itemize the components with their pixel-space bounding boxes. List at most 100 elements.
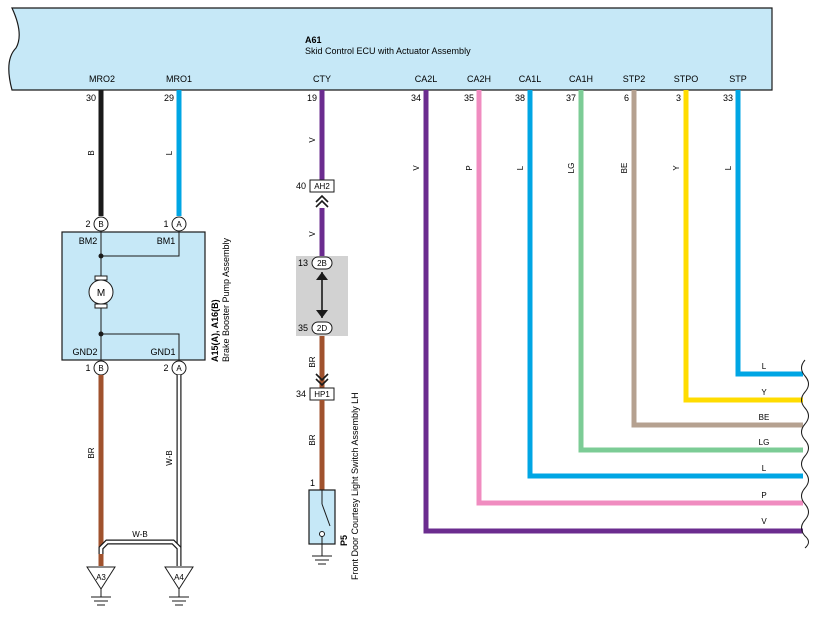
ecu-name: Skid Control ECU with Actuator Assembly — [305, 46, 471, 56]
ground-a3-symbol — [91, 589, 111, 606]
break-line — [801, 359, 809, 549]
ground-a4-triangle — [164, 566, 194, 590]
ecu-terminal-ca1l: CA1L — [519, 74, 542, 84]
switch-ground — [312, 544, 332, 565]
wire-jumper — [98, 539, 182, 554]
pump-code: A15(A), A16(B) — [210, 299, 220, 362]
cty-chain: V 40 AH2 V 13 2B 35 2D BR 34 HP1 BR 1 — [296, 90, 360, 580]
pump-conn-a-top — [171, 216, 187, 232]
edge-label-ca1h: LG — [759, 438, 770, 447]
c2b-box — [311, 256, 333, 270]
ecu-terminal-stp2: STP2 — [623, 74, 646, 84]
switch-contact — [319, 531, 325, 537]
ground-a4-symbol — [169, 589, 189, 606]
pump-pin-gnd1: 2 — [163, 363, 168, 373]
ecu-pin-30: 30 — [86, 93, 96, 103]
label-ca1h: LG — [567, 163, 576, 174]
label-cty-br1: BR — [308, 356, 317, 367]
pump-label-bm2: BM2 — [79, 236, 98, 246]
label-cty-top: V — [308, 137, 317, 143]
ground-a4-label: A4 — [174, 573, 184, 582]
label-mro2: B — [87, 150, 96, 155]
label-jumper: W-B — [132, 530, 147, 539]
pump-label-gnd2: GND2 — [72, 347, 97, 357]
switch-name: Front Door Courtesy Light Switch Assembl… — [350, 392, 360, 580]
ah2-box — [309, 179, 335, 193]
ah2-label: AH2 — [314, 182, 330, 191]
ecu-pin-34: 34 — [411, 93, 421, 103]
c2b-label: 2B — [317, 259, 327, 268]
wire-ca2h — [476, 90, 803, 506]
wire-jumper-inner — [99, 540, 181, 554]
pump-box — [61, 231, 206, 361]
ecu-terminal-ca2h: CA2H — [467, 74, 491, 84]
motor-symbol — [88, 279, 114, 305]
edge-label-ca1l: L — [762, 464, 767, 473]
wire-ca1l — [527, 90, 803, 479]
c2d-pin: 35 — [298, 323, 308, 333]
motor-brush-bottom — [94, 303, 108, 309]
ecu-pin-6: 6 — [624, 93, 629, 103]
label-cty-br2: BR — [308, 434, 317, 445]
pump-conn-b-top-label: B — [98, 220, 103, 229]
c2d-box — [311, 321, 333, 335]
wire-ca1h — [578, 90, 803, 453]
ecu-pin-29: 29 — [164, 93, 174, 103]
edge-label-stp2: BE — [759, 413, 770, 422]
wire-stpo — [683, 90, 803, 403]
switch-pin: 1 — [310, 478, 315, 488]
junction-arrow-up — [316, 272, 328, 280]
pump-conn-b-top — [93, 216, 109, 232]
label-gnd2: BR — [87, 447, 96, 458]
ecu-pin-38: 38 — [515, 93, 525, 103]
ecu-pin-33: 33 — [723, 93, 733, 103]
c2b-pin: 13 — [298, 258, 308, 268]
ecu-terminal-mro2: MRO2 — [89, 74, 115, 84]
ecu-terminal-stp: STP — [729, 74, 747, 84]
pump-node-bottom — [98, 331, 104, 337]
edge-label-ca2h: P — [761, 491, 766, 500]
label-mro1: L — [165, 150, 174, 155]
right-wires — [423, 90, 803, 534]
ecu-terminal-cty: CTY — [313, 74, 331, 84]
edge-label-stp: L — [762, 362, 767, 371]
label-stp: L — [724, 165, 733, 170]
pump-pin-bm2: 2 — [85, 219, 90, 229]
switch-code: P5 — [339, 535, 349, 546]
pump-node-top — [98, 253, 104, 259]
ecu-block: A61 Skid Control ECU with Actuator Assem… — [8, 7, 773, 103]
junction-arrow-down — [316, 310, 328, 318]
pump-conn-a-bottom-label: A — [176, 364, 182, 373]
pump-label-bm1: BM1 — [157, 236, 176, 246]
ecu-terminal-ca1h: CA1H — [569, 74, 593, 84]
ecu-terminal-stpo: STPO — [674, 74, 699, 84]
label-cty-mid: V — [308, 231, 317, 237]
label-gnd1: W-B — [165, 450, 174, 465]
edge-label-ca2l: V — [761, 517, 767, 526]
ground-a3-label: A3 — [96, 573, 106, 582]
hp1-pin: 34 — [296, 389, 306, 399]
pump-pin-bm1: 1 — [163, 219, 168, 229]
motor-brush-top — [94, 275, 108, 281]
edge-label-stpo: Y — [761, 388, 767, 397]
pump-block: B L 2 B 1 A BM2 BM1 GND2 GND1 M 1 B 2 A … — [61, 90, 231, 376]
label-ca2h: P — [465, 165, 474, 170]
ground-wires: BR W-B W-B A3 A4 — [86, 375, 194, 606]
ecu-pin-3: 3 — [676, 93, 681, 103]
ecu-pin-19: 19 — [307, 93, 317, 103]
pump-name: Brake Booster Pump Assembly — [221, 237, 231, 362]
label-stpo: Y — [672, 165, 681, 171]
ecu-box — [8, 7, 773, 91]
c2d-label: 2D — [317, 324, 327, 333]
ah2-pin: 40 — [296, 181, 306, 191]
pump-label-gnd1: GND1 — [150, 347, 175, 357]
label-stp2: BE — [620, 163, 629, 174]
ecu-terminal-mro1: MRO1 — [166, 74, 192, 84]
label-ca1l: L — [516, 165, 525, 170]
hp1-chevrons — [315, 373, 329, 387]
hp1-label: HP1 — [314, 390, 330, 399]
label-ca2l: V — [412, 165, 421, 171]
pump-conn-b-bottom-label: B — [98, 364, 103, 373]
right-wire-labels: V P L LG BE Y L — [412, 163, 733, 174]
